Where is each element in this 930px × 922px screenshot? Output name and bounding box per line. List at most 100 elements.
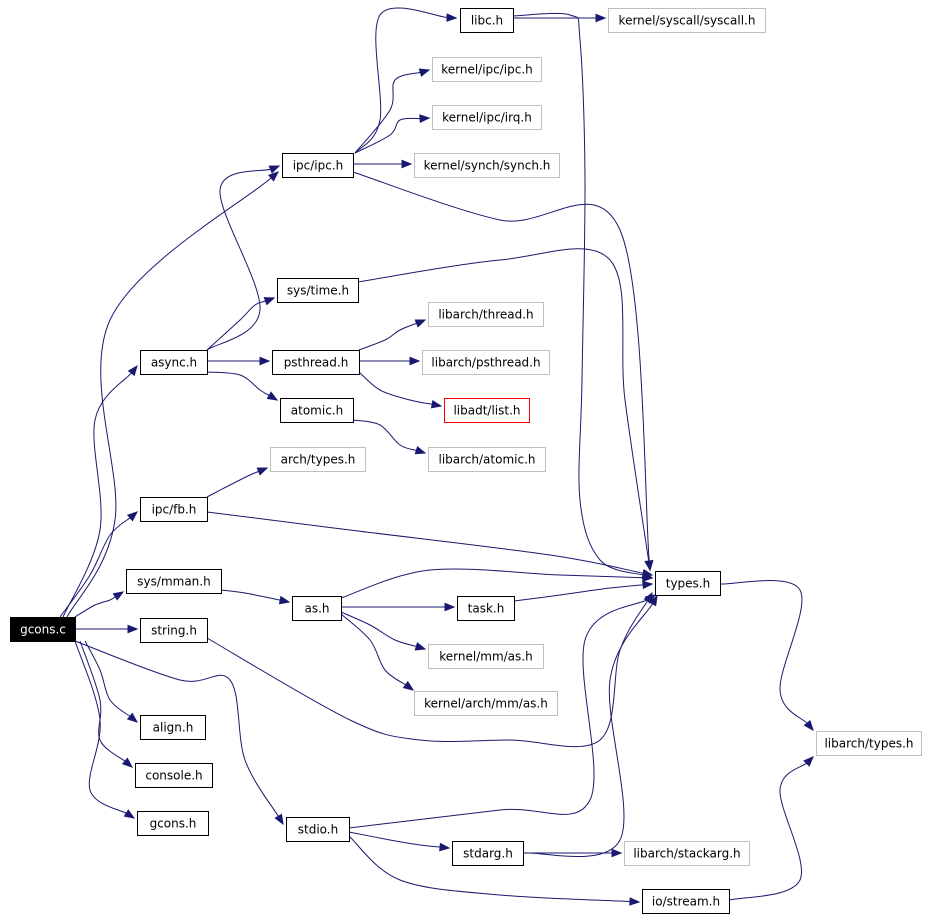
node-box [444,398,530,423]
node-psthread-h[interactable]: psthread.h [272,350,360,375]
node-libadt-list[interactable]: libadt/list.h [444,398,530,423]
arrowhead [644,594,657,604]
edge-line [348,835,632,903]
arrowhead [414,642,427,651]
node-async-h[interactable]: async.h [140,350,208,375]
arrowhead [126,511,139,522]
node-box [286,817,350,842]
arrowhead [611,848,623,858]
node-box [428,447,546,472]
node-label: libarch/psthread.h [431,356,540,370]
edge-psthread-h-to-libadt-list [358,371,443,409]
node-libc-h[interactable]: libc.h [460,8,514,33]
node-string-h[interactable]: string.h [140,618,208,643]
edge-ipc-ipc-to-kernel-ipc-irq [354,114,431,154]
node-io-stream[interactable]: io/stream.h [642,889,730,914]
arrowhead [629,897,641,906]
edge-psthread-h-to-libarch-thread [358,319,427,351]
node-label: string.h [151,624,197,638]
edge-async-h-to-psthread-h [207,356,271,366]
node-box [280,398,354,423]
node-box [282,153,354,178]
node-box [432,105,542,130]
edge-line [59,516,132,618]
edge-sys-time-to-types-h [357,248,653,572]
node-label: arch/types.h [281,453,356,467]
arrowhead [123,809,136,819]
edge-psthread-h-to-libarch-psthread [359,356,421,366]
node-libarch-stackarg: libarch/stackarg.h [624,841,750,866]
edge-ipc-ipc-to-kernel-synch [353,159,413,169]
node-label: libarch/types.h [824,737,913,751]
node-box [624,841,750,866]
edge-line [358,322,418,351]
node-ipc-ipc[interactable]: ipc/ipc.h [282,153,354,178]
node-as-h[interactable]: as.h [292,596,342,621]
arrowhead [402,680,415,691]
edge-ipc-fb-to-arch-types [206,467,269,498]
node-box [608,8,766,33]
edge-line [357,248,650,563]
arrowhead [268,171,280,182]
node-label: sys/mman.h [137,575,210,589]
edge-gcons-c-to-ipc-fb [59,511,139,618]
node-console-h[interactable]: console.h [135,763,213,788]
edge-line [66,176,273,618]
node-task-h[interactable]: task.h [457,596,515,621]
node-sys-time[interactable]: sys/time.h [277,278,359,303]
edge-gcons-c-to-gcons-h [74,640,136,819]
node-libarch-thread: libarch/thread.h [428,302,544,327]
node-ipc-fb[interactable]: ipc/fb.h [140,497,208,522]
edge-ipc-ipc-to-kernel-ipc-ipc [354,68,431,154]
edge-line [340,611,418,648]
node-label: libarch/atomic.h [439,453,536,467]
node-atomic-h[interactable]: atomic.h [280,398,354,423]
node-box [432,57,542,82]
node-kernel-synch: kernel/synch/synch.h [414,153,560,178]
arrowhead [446,13,458,22]
node-box [126,569,222,594]
node-arch-types: arch/types.h [270,447,366,472]
edge-stdio-h-to-stdarg-h [348,831,451,852]
node-label: types.h [666,577,710,591]
edge-line [206,168,272,351]
node-label: psthread.h [284,356,349,370]
node-gcons-c[interactable]: gcons.c [10,617,76,642]
node-label: libarch/thread.h [438,308,533,322]
edge-line [522,602,654,858]
edge-atomic-h-to-libarch-atomic [352,419,427,455]
edge-gcons-c-to-string-h [75,624,139,634]
node-libarch-types: libarch/types.h [816,731,922,756]
node-box [272,350,360,375]
node-box [452,841,524,866]
node-label: kernel/ipc/irq.h [442,111,532,125]
node-box [457,596,515,621]
nodes-layer: gcons.c libc.h kernel/syscall/syscall.h ker… [10,8,922,914]
node-label: kernel/ipc/ipc.h [441,63,533,77]
edge-io-stream-to-libarch-types [728,756,814,901]
edge-stdarg-h-to-types-h [522,594,658,858]
edge-line [220,589,282,601]
arrowhead [278,595,291,605]
edge-as-h-to-kernel-mm-as [340,611,427,651]
node-kernel-mm-as: kernel/mm/as.h [428,644,544,669]
edge-line [513,584,645,602]
node-align-h[interactable]: align.h [140,715,206,740]
arrowhead [268,165,281,174]
edge-gcons-c-to-sys-mman [74,591,125,618]
edge-line [354,71,422,154]
edge-line [74,595,117,618]
edge-as-h-to-task-h [340,602,456,612]
edge-ipc-fb-to-types-h [206,511,654,578]
node-stdio-h[interactable]: stdio.h [286,817,350,842]
node-types-h[interactable]: types.h [655,571,721,596]
node-sys-mman[interactable]: sys/mman.h [126,569,222,594]
node-box [816,731,922,756]
node-gcons-h[interactable]: gcons.h [137,811,209,836]
edge-async-h-to-ipc-ipc [206,165,281,351]
node-label: kernel/arch/mm/as.h [424,697,548,711]
node-label: kernel/syscall/syscall.h [619,14,756,28]
node-stdarg-h[interactable]: stdarg.h [452,841,524,866]
arrowhead [409,356,421,366]
